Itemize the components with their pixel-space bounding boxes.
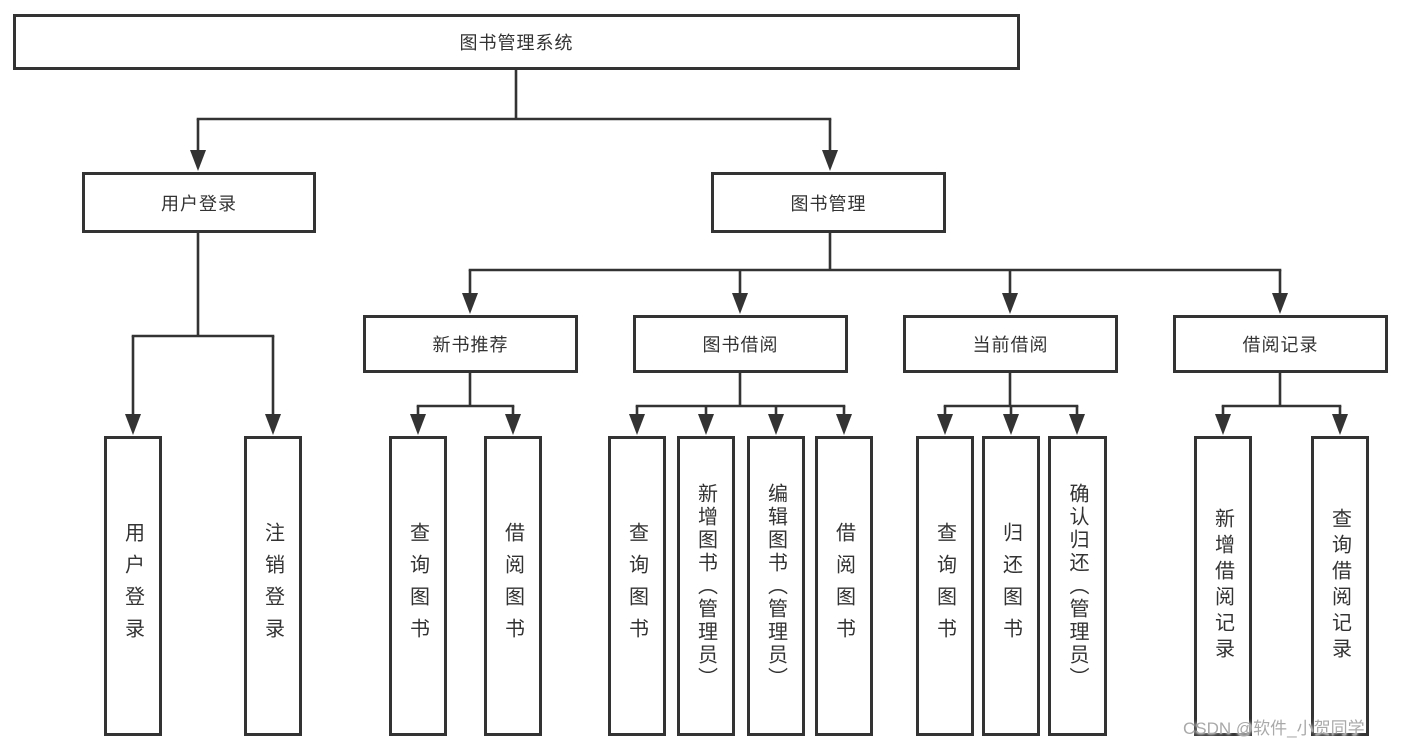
leaf-records-query-record-label: 查询借阅记录 (1328, 508, 1351, 664)
leaf-current-confirm-return-admin: 确认归还（管理员） (1048, 436, 1107, 736)
leaf-current-return-books-label: 归还图书 (999, 522, 1022, 650)
node-book-management: 图书管理 (711, 172, 946, 233)
node-new-book-recommend-label: 新书推荐 (432, 335, 509, 355)
leaf-newbook-borrow-books: 借阅图书 (484, 436, 542, 736)
leaf-borrow-edit-books-admin-label: 编辑图书（管理员） (764, 482, 787, 690)
node-borrowing-records-label: 借阅记录 (1242, 335, 1319, 355)
leaf-borrow-add-books-admin: 新增图书（管理员） (677, 436, 735, 736)
leaf-current-query-books-label: 查询图书 (933, 522, 956, 650)
leaf-borrow-add-books-admin-label: 新增图书（管理员） (694, 482, 717, 690)
leaf-borrow-borrow-books: 借阅图书 (815, 436, 873, 736)
leaf-records-add-record-label: 新增借阅记录 (1211, 508, 1234, 664)
leaf-borrow-query-books-label: 查询图书 (625, 522, 648, 650)
leaf-user-login-label: 用户登录 (121, 522, 144, 650)
leaf-current-return-books: 归还图书 (982, 436, 1040, 736)
node-book-borrowing-label: 图书借阅 (702, 335, 779, 355)
arrowheads (125, 150, 1348, 435)
node-root: 图书管理系统 (13, 14, 1020, 70)
node-current-borrowing: 当前借阅 (903, 315, 1118, 373)
node-new-book-recommend: 新书推荐 (363, 315, 578, 373)
leaf-newbook-query-books-label: 查询图书 (406, 522, 429, 650)
node-borrowing-records: 借阅记录 (1173, 315, 1388, 373)
leaf-user-login: 用户登录 (104, 436, 162, 736)
node-book-borrowing: 图书借阅 (633, 315, 848, 373)
leaf-borrow-query-books: 查询图书 (608, 436, 666, 736)
leaf-borrow-borrow-books-label: 借阅图书 (832, 522, 855, 650)
node-user-login: 用户登录 (82, 172, 316, 233)
leaf-newbook-query-books: 查询图书 (389, 436, 447, 736)
leaf-current-confirm-return-admin-label: 确认归还（管理员） (1066, 482, 1088, 690)
leaf-borrow-edit-books-admin: 编辑图书（管理员） (747, 436, 805, 736)
leaf-newbook-borrow-books-label: 借阅图书 (501, 522, 524, 650)
leaf-records-query-record: 查询借阅记录 (1311, 436, 1369, 736)
node-book-management-label: 图书管理 (790, 193, 867, 214)
node-current-borrowing-label: 当前借阅 (972, 335, 1049, 355)
leaf-logout: 注销登录 (244, 436, 302, 736)
leaf-records-add-record: 新增借阅记录 (1194, 436, 1252, 736)
leaf-logout-label: 注销登录 (261, 522, 284, 650)
leaf-current-query-books: 查询图书 (916, 436, 974, 736)
node-user-login-label: 用户登录 (161, 193, 237, 214)
node-root-label: 图书管理系统 (459, 33, 574, 53)
